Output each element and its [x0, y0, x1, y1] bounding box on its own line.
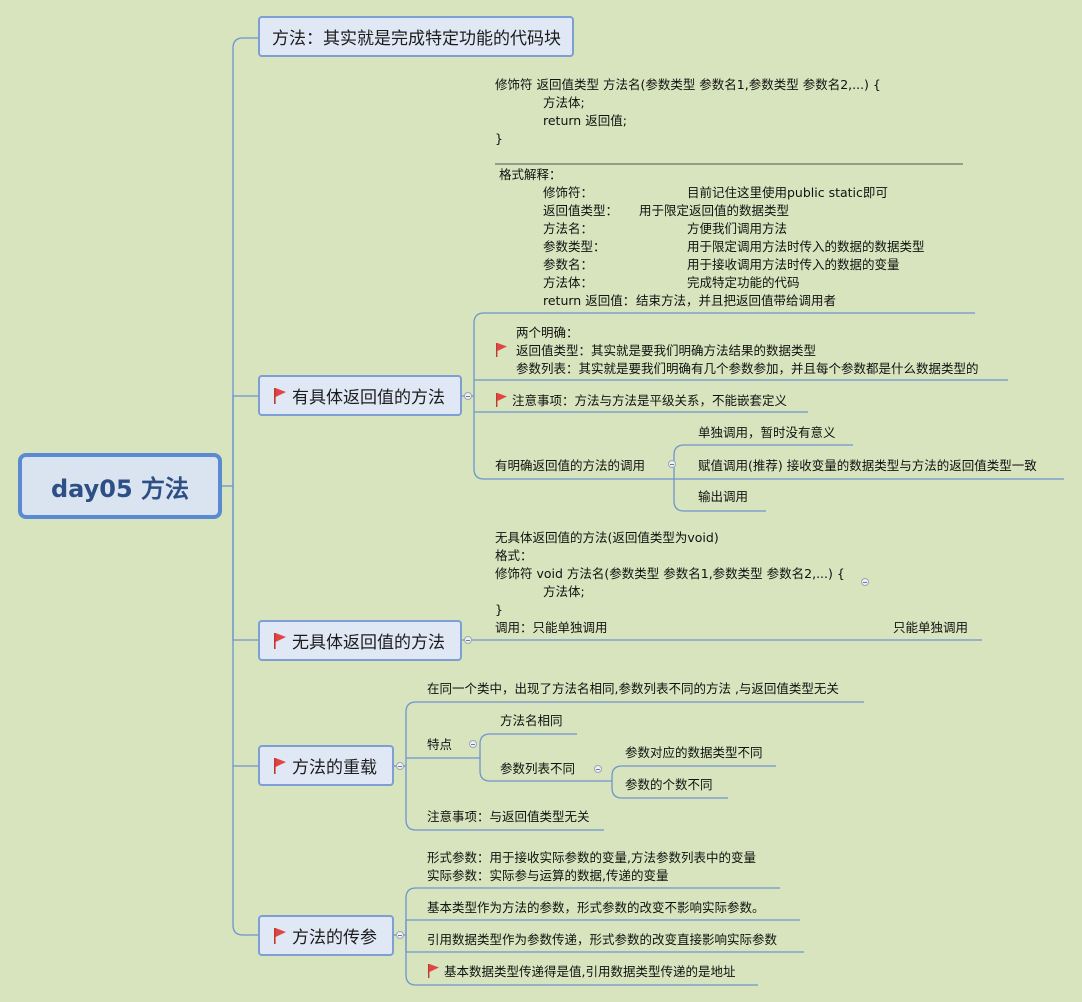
two-clear-title: 两个明确：: [516, 325, 579, 340]
call-print: 输出调用: [698, 489, 749, 504]
call-standalone: 单独调用，暂时没有意义: [698, 425, 836, 440]
explain-value: 目前记住这里使用public static即可: [687, 185, 888, 200]
format-line: 修饰符 返回值类型 方法名(参数类型 参数名1,参数类型 参数名2,...) {: [495, 77, 881, 92]
overload-diff-type: 参数对应的数据类型不同: [625, 745, 763, 760]
collapse-toggle[interactable]: [668, 460, 676, 468]
format-line: 方法体;: [543, 95, 585, 110]
void-line: 修饰符 void 方法名(参数类型 参数名1,参数类型 参数名2,...) {: [495, 566, 845, 581]
format-line: return 返回值;: [543, 113, 627, 128]
collapse-toggle[interactable]: [594, 765, 602, 773]
overload-definition: 在同一个类中，出现了方法名相同,参数列表不同的方法 ,与返回值类型无关: [427, 681, 839, 696]
param-summary: 基本数据类型传递得是值,引用数据类型传递的是地址: [444, 964, 736, 979]
two-clear-return: 返回值类型：其实就是要我们明确方法结果的数据类型: [516, 343, 817, 358]
root-label: day05 方法: [50, 474, 190, 503]
explain-key: 方法名：: [543, 221, 594, 236]
call-label: 有明确返回值的方法的调用: [495, 458, 646, 473]
void-call-child: 只能单独调用: [893, 620, 969, 635]
topic-with-return[interactable]: 有具体返回值的方法: [258, 375, 462, 416]
explain-value: 方便我们调用方法: [687, 221, 788, 236]
flag-icon: [274, 927, 286, 944]
void-line: 方法体;: [543, 584, 585, 599]
collapse-toggle[interactable]: [464, 636, 472, 644]
void-line: }: [495, 602, 503, 617]
call-assign: 赋值调用(推荐) 接收变量的数据类型与方法的返回值类型一致: [698, 458, 1037, 473]
topic-label: 方法的重载: [292, 758, 377, 778]
topic-overload[interactable]: 方法的重载: [258, 745, 394, 786]
explain-key: 参数名：: [543, 257, 594, 272]
void-call: 调用：只能单独调用: [495, 620, 608, 635]
void-line: 格式：: [495, 548, 533, 563]
explain-key: 返回值类型：: [543, 203, 619, 218]
topic-parameter-passing[interactable]: 方法的传参: [258, 915, 394, 956]
collapse-toggle[interactable]: [464, 392, 472, 400]
root-topic[interactable]: day05 方法: [18, 453, 222, 519]
overload-diff-count: 参数的个数不同: [625, 777, 713, 792]
format-line: }: [495, 131, 503, 146]
flag-icon: [496, 393, 507, 407]
topic-label: 方法：其实就是完成特定功能的代码块: [272, 29, 561, 49]
explain-key: return 返回值：: [543, 293, 636, 308]
param-actual: 实际参数：实际参与运算的数据,传递的变量: [427, 868, 669, 883]
void-line: 无具体返回值的方法(返回值类型为void): [495, 530, 719, 545]
topic-method-definition[interactable]: 方法：其实就是完成特定功能的代码块: [258, 16, 574, 57]
explain-value: 结束方法，并且把返回值带给调用者: [636, 293, 837, 308]
collapse-toggle[interactable]: [469, 740, 477, 748]
explain-key: 参数类型：: [543, 239, 606, 254]
topic-label: 有具体返回值的方法: [292, 388, 445, 408]
explain-value: 用于限定调用方法时传入的数据的数据类型: [687, 239, 925, 254]
flag-icon: [496, 343, 507, 357]
param-formal: 形式参数：用于接收实际参数的变量,方法参数列表中的变量: [427, 850, 756, 865]
note-nesting: 注意事项：方法与方法是平级关系，不能嵌套定义: [512, 393, 788, 408]
overload-note: 注意事项：与返回值类型无关: [427, 809, 590, 824]
explain-key: 修饰符：: [543, 185, 594, 200]
explain-value: 完成特定功能的代码: [687, 275, 800, 290]
two-clear-params: 参数列表：其实就是要我们明确有几个参数参加，并且每个参数都是什么数据类型的: [516, 361, 979, 376]
explain-key: 方法体：: [543, 275, 594, 290]
collapse-toggle[interactable]: [396, 931, 404, 939]
overload-same-name: 方法名相同: [500, 713, 563, 728]
overload-feature: 特点: [427, 737, 453, 752]
flag-icon: [428, 964, 439, 978]
collapse-toggle[interactable]: [861, 578, 869, 586]
overload-diff-params: 参数列表不同: [500, 761, 576, 776]
flag-icon: [274, 757, 286, 774]
flag-icon: [274, 632, 286, 649]
topic-label: 方法的传参: [292, 928, 377, 948]
explain-value: 用于接收调用方法时传入的数据的变量: [687, 257, 900, 272]
param-reference: 引用数据类型作为参数传递，形式参数的改变直接影响实际参数: [427, 932, 778, 947]
explain-title: 格式解释：: [499, 167, 562, 182]
flag-icon: [274, 387, 286, 404]
topic-void-method[interactable]: 无具体返回值的方法: [258, 620, 462, 661]
collapse-toggle[interactable]: [396, 762, 404, 770]
topic-label: 无具体返回值的方法: [292, 633, 445, 653]
explain-value: 用于限定返回值的数据类型: [639, 203, 790, 218]
param-basic: 基本类型作为方法的参数，形式参数的改变不影响实际参数。: [427, 900, 765, 915]
